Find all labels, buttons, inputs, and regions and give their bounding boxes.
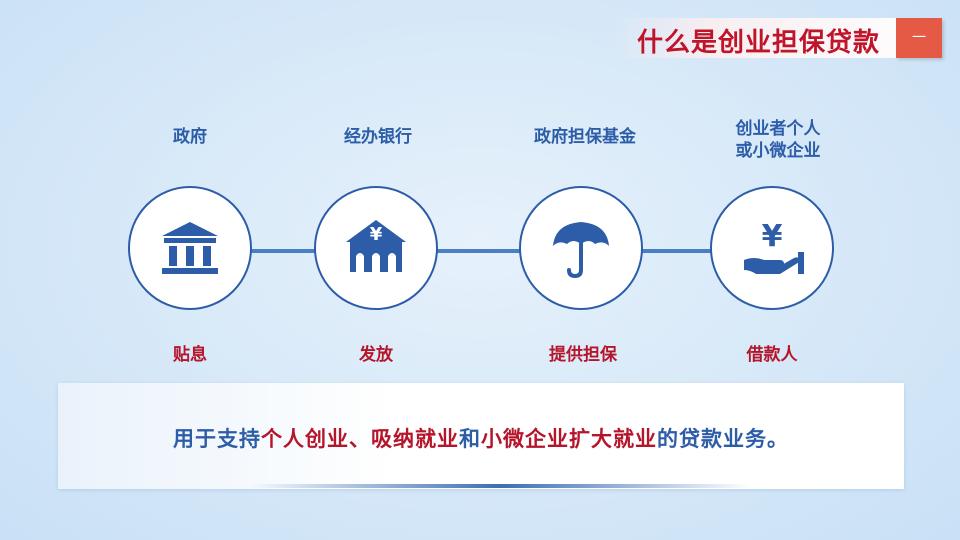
- title-bar: [612, 18, 942, 58]
- description-part-4: 和: [459, 427, 481, 451]
- flow-bottom-label-bank: 发放: [359, 345, 393, 365]
- description-part-3: 、吸纳就业: [349, 427, 459, 451]
- bank-yen-icon: ¥: [346, 220, 406, 272]
- umbrella-icon: [553, 222, 609, 279]
- government-building-icon: [162, 222, 218, 274]
- section-number-badge: 一: [896, 18, 942, 58]
- svg-text:¥: ¥: [370, 224, 383, 245]
- flow-node-bank: ¥: [314, 186, 438, 310]
- svg-text:¥: ¥: [762, 219, 783, 254]
- flow-connector-line: [190, 249, 780, 253]
- description-box: 用于支持个人创业、吸纳就业和小微企业扩大就业的贷款业务。: [58, 383, 904, 489]
- flow-top-label-guarantee-fund: 政府担保基金: [534, 127, 636, 147]
- flow-node-borrower: ¥: [710, 186, 834, 310]
- description-part-2: 个人创业: [261, 427, 349, 451]
- flow-top-label-bank: 经办银行: [344, 127, 412, 147]
- page-title: 什么是创业担保贷款: [636, 28, 880, 58]
- description-part-6: 的贷款业务。: [657, 427, 789, 451]
- flow-bottom-label-guarantee-fund: 提供担保: [549, 345, 617, 365]
- description-underline: [250, 484, 750, 488]
- description-part-5: 小微企业扩大就业: [481, 427, 657, 451]
- flow-node-guarantee-fund: [519, 186, 643, 310]
- flow-bottom-label-government: 贴息: [173, 345, 207, 365]
- description-part-1: 用于支持: [173, 427, 261, 451]
- yen-hand-icon: ¥: [744, 219, 804, 274]
- flow-node-government: [128, 186, 252, 310]
- flow-bottom-label-borrower: 借款人: [746, 345, 798, 365]
- description-text: 用于支持个人创业、吸纳就业和小微企业扩大就业的贷款业务。: [58, 423, 904, 453]
- flow-top-label-borrower: 创业者个人 或小微企业: [735, 119, 821, 161]
- flow-top-label-government: 政府: [173, 127, 207, 147]
